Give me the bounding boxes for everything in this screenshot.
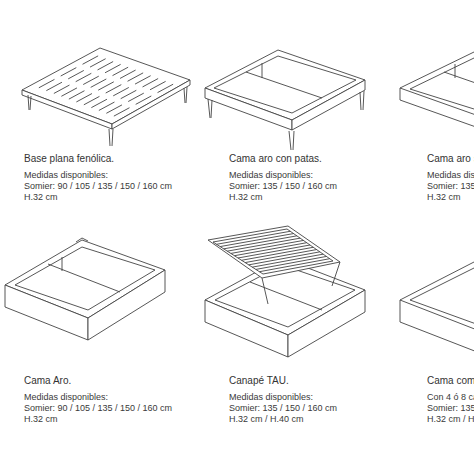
slat-line [61,68,77,76]
product-name: Cama aro con patas. [229,153,322,164]
slat-line [106,105,122,113]
product-spec: H.32 cm [24,414,58,425]
product-spec: Medidas disponibles: [24,170,108,181]
product-spec: Somier: 135 / 150 / 160 cm [229,403,337,414]
product-spec: Somier: 135 [427,403,474,414]
slat-line [90,59,106,67]
slat-line [136,96,152,104]
slat-line [84,96,100,104]
product-spec: Medidas disponib [427,170,474,181]
product-name: Cama Aro. [24,375,71,386]
slat-line [105,64,121,72]
product-spec: Somier: 90 / 105 / 135 / 150 / 160 cm [24,403,172,414]
slat-line [120,70,136,78]
product-spec: Somier: 135 [427,181,474,192]
slat-line [98,82,114,90]
ring-frame [5,238,165,340]
frame-with-legs [205,50,365,150]
slat-line [39,79,55,87]
flat-base [22,48,190,146]
product-spec: H.32 cm [24,192,58,203]
product-spec: Medidas disponibles: [24,392,108,403]
slat-line [46,82,62,90]
slat-line [69,91,85,99]
slat-line [135,76,151,84]
product-spec: Medidas disponibles: [229,170,313,181]
slat-line [61,88,77,96]
product-name: Canapé TAU. [229,375,289,386]
slat-line [99,102,115,110]
product-name: Cama comp [427,375,474,386]
slat-line [128,93,144,101]
slat-line [91,99,107,107]
slat-line [113,67,129,75]
slat-line [158,84,174,92]
slat-line [76,94,92,102]
slat-line [113,87,129,95]
frame-without-legs [400,52,474,132]
slat-line [128,73,144,81]
slat-line [143,79,159,87]
slat-line [150,81,166,89]
product-spec: Medidas disponibles: [229,392,313,403]
product-name: Base plana fenólica. [24,153,114,164]
slat-line [114,108,130,116]
slat-line [83,76,99,84]
product-spec: H.32 cm [229,192,263,203]
slat-line [256,256,327,269]
slat-line [121,90,137,98]
slat-line [259,259,329,272]
slat-line [106,85,122,93]
slat-line [91,79,107,87]
slat-line [252,254,323,267]
storage-bed [205,226,365,357]
product-spec: H.32 cm / H. [427,414,474,425]
drawer-bed [400,262,474,357]
slat-line [83,56,99,64]
product-name: Cama aro si [427,153,474,164]
slat-line [76,73,92,81]
slat-line [217,231,291,244]
slat-line [68,70,84,78]
product-spec: Somier: 90 / 105 / 135 / 150 / 160 cm [24,181,172,192]
product-spec: Con 4 ó 8 caje [427,392,474,403]
slat-line [98,62,114,70]
product-spec: Somier: 135 / 150 / 160 cm [229,181,337,192]
slat-line [54,85,70,93]
product-spec: H.32 cm / H.40 cm [229,414,304,425]
product-spec: H.32 cm [427,192,461,203]
